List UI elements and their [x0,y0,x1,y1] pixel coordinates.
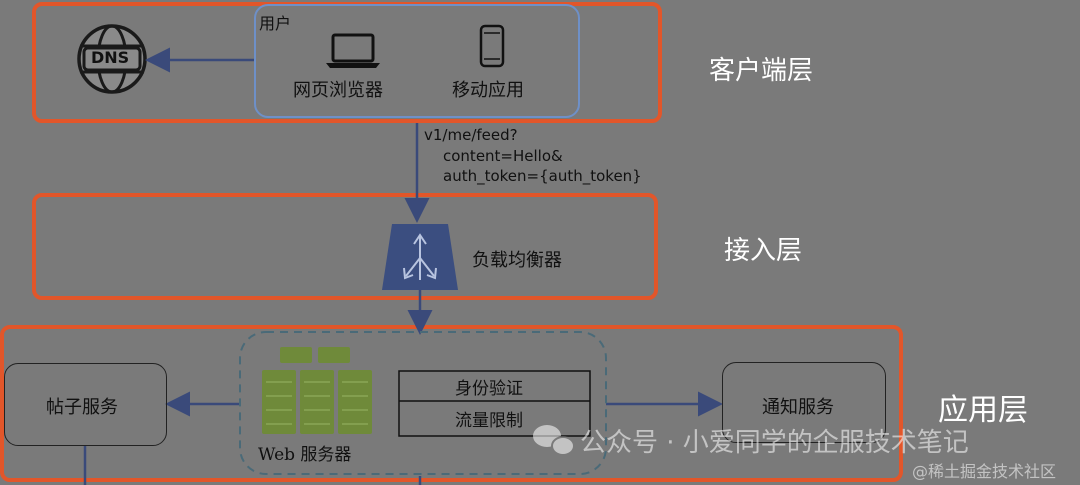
request-line-1: v1/me/feed? [424,126,518,144]
mobile-label: 移动应用 [452,80,524,101]
laptop-icon [326,33,380,68]
juejin-watermark: @稀土掘金技术社区 [912,462,1057,481]
client-layer-label: 客户端层 [709,56,814,86]
notify-service-label: 通知服务 [762,397,834,418]
access-layer-label: 接入层 [724,236,803,266]
user-label: 用户 [259,14,292,33]
browser-label: 网页浏览器 [293,80,383,101]
load-balancer-label: 负载均衡器 [472,250,562,271]
rate-limit-label: 流量限制 [455,411,523,431]
post-service-label: 帖子服务 [46,397,118,418]
request-line-3: auth_token={auth_token} [443,167,642,185]
access-layer-box [32,193,658,300]
notify-service-box [722,362,886,443]
phone-icon [479,24,505,68]
dns-label: DNS [91,48,130,67]
wechat-icon [533,425,575,456]
wechat-watermark: 公众号 · 小爱同学的企服技术笔记 [580,428,969,458]
load-balancer-icon [382,224,458,290]
request-line-2: content=Hello& [443,147,563,165]
auth-label: 身份验证 [455,379,523,399]
web-server-container [239,331,607,475]
auth-ratelimit-table [398,370,591,437]
post-service-box [4,363,167,446]
user-box [254,4,580,118]
web-server-label: Web 服务器 [258,445,352,465]
application-layer-box [0,325,903,482]
application-layer-label: 应用层 [938,393,1028,428]
server-icon [262,347,372,434]
